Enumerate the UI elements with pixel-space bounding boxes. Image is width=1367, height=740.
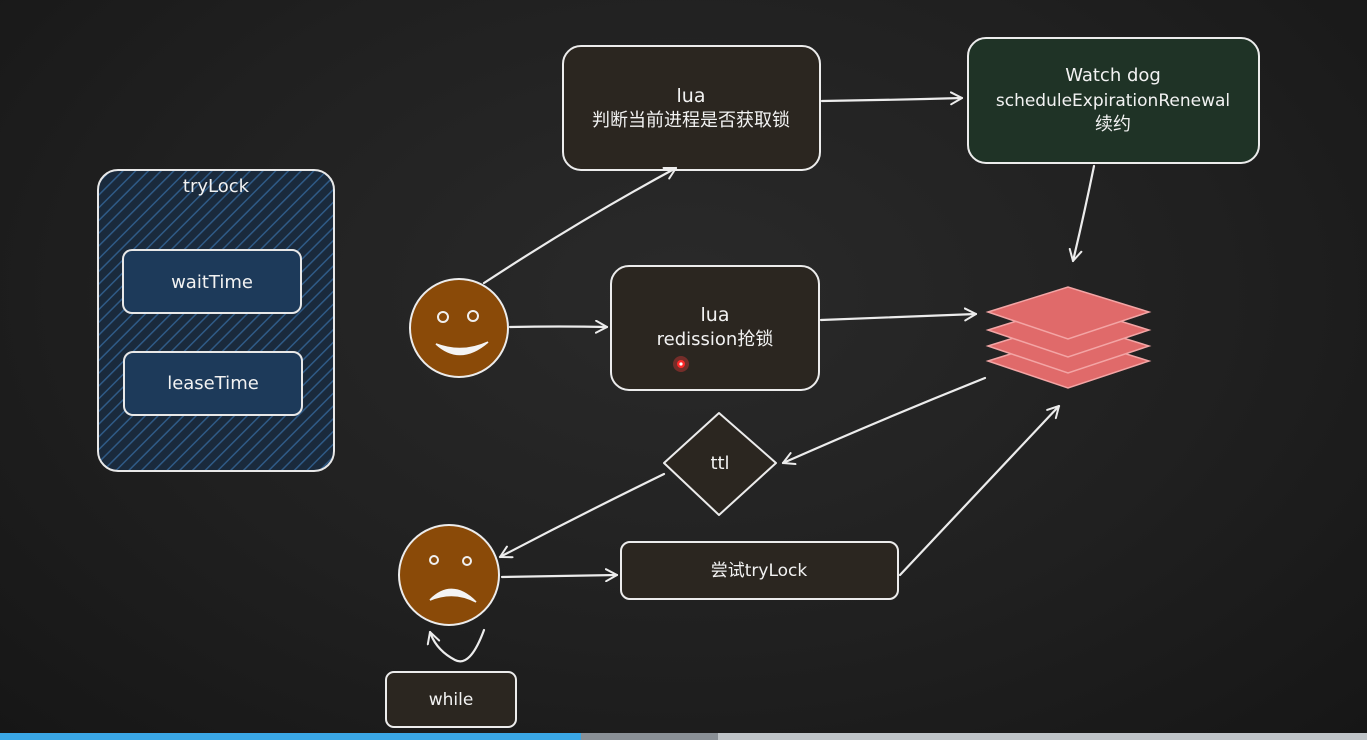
arrow-redis-to-ttl — [781, 376, 987, 466]
lua-grab-line1: lua — [701, 304, 730, 326]
smile-face-icon — [409, 278, 509, 378]
arrow-lua-grab-to-redis — [819, 307, 978, 322]
lua-check-line2: 判断当前进程是否获取锁 — [592, 110, 790, 131]
lua-check-line1: lua — [677, 85, 706, 107]
lua-check-box: lua 判断当前进程是否获取锁 — [562, 45, 821, 171]
arrow-face-to-lua-check — [482, 166, 678, 285]
watchdog-line1: Watch dog — [1065, 65, 1161, 86]
connector-arrows — [426, 91, 1096, 663]
lua-grab-box: lua redission抢锁 — [610, 265, 820, 391]
laser-pointer-dot — [673, 356, 689, 372]
param-waittime-label: waitTime — [171, 272, 253, 293]
param-leasetime-label: leaseTime — [167, 373, 259, 394]
retry-trylock-label: 尝试tryLock — [711, 561, 808, 581]
video-progress-buffered — [580, 733, 718, 740]
arrow-retry-to-redis — [898, 404, 1061, 577]
ttl-decision: ttl — [663, 412, 777, 516]
redis-stack-icon — [985, 286, 1152, 389]
param-leasetime: leaseTime — [123, 351, 303, 416]
while-label: while — [429, 690, 474, 710]
lua-grab-line2: redission抢锁 — [657, 329, 774, 350]
arrow-lua-check-to-watchdog — [820, 91, 964, 106]
arrow-watchdog-to-redis — [1068, 164, 1096, 263]
video-progress-bar[interactable] — [0, 733, 1367, 740]
watchdog-line3: 续约 — [1095, 114, 1131, 135]
arrow-face-to-lua-grab — [508, 319, 609, 334]
watchdog-line2: scheduleExpirationRenewal — [996, 91, 1230, 111]
while-loop-box: while — [385, 671, 517, 728]
retry-trylock-box: 尝试tryLock — [620, 541, 899, 600]
ttl-label: ttl — [710, 453, 729, 474]
arrow-ttl-to-sad-face — [498, 472, 666, 559]
arrow-while-loop — [426, 628, 486, 663]
video-progress-played — [0, 733, 581, 740]
arrow-sad-face-to-retry — [500, 568, 619, 583]
watchdog-box: Watch dog scheduleExpirationRenewal 续约 — [967, 37, 1260, 164]
trylock-panel: tryLock waitTime leaseTime — [97, 169, 335, 472]
frown-face-icon — [398, 524, 500, 626]
trylock-title: tryLock — [183, 176, 250, 197]
param-waittime: waitTime — [122, 249, 302, 314]
